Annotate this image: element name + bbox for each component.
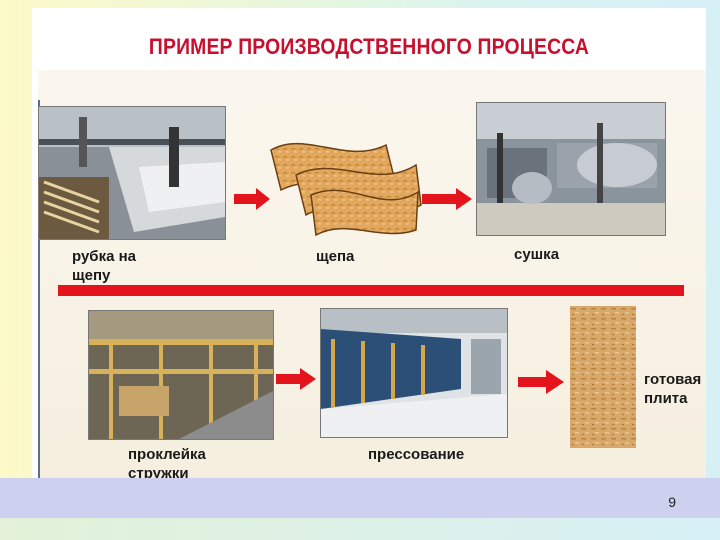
label-line: щепа: [316, 248, 355, 265]
section-divider: [58, 285, 684, 296]
label-line: плита: [644, 390, 688, 407]
step-label-chips: щепа: [316, 247, 354, 266]
arrow-right-icon: [276, 368, 316, 390]
chipping-machine-photo: [38, 106, 226, 240]
label-line: сушка: [514, 246, 560, 263]
drying-plant-photo: [476, 102, 666, 236]
label-line: готовая: [644, 371, 702, 388]
label-line: прессование: [368, 446, 465, 463]
left-rule: [38, 100, 40, 480]
label-line: стружки: [128, 465, 189, 480]
step-label-drying: сушка: [514, 245, 559, 264]
pressing-line-photo: [320, 308, 508, 438]
process-figure: рубка на щепу щепа: [38, 70, 706, 480]
finished-board-image: [570, 306, 636, 448]
arrow-right-icon: [234, 188, 270, 210]
label-line: проклейка: [128, 446, 206, 463]
step-label-finished: готовая плита: [644, 370, 701, 408]
label-line: щепу: [72, 267, 111, 284]
wood-chips-illustration: [270, 142, 422, 237]
arrow-right-icon: [422, 188, 472, 210]
arrow-right-icon: [518, 370, 564, 394]
step-label-chipping: рубка на щепу: [72, 247, 136, 285]
gluing-line-photo: [88, 310, 274, 440]
bottom-band: [0, 518, 720, 540]
slide-title: ПРИМЕР ПРОИЗВОДСТВЕННОГО ПРОЦЕССА: [148, 34, 590, 59]
footer-bar: 9: [0, 478, 720, 518]
page-number: 9: [668, 494, 676, 510]
step-label-gluing: проклейка стружки: [128, 445, 206, 480]
label-line: рубка на: [72, 248, 136, 265]
step-label-pressing: прессование: [368, 445, 464, 464]
